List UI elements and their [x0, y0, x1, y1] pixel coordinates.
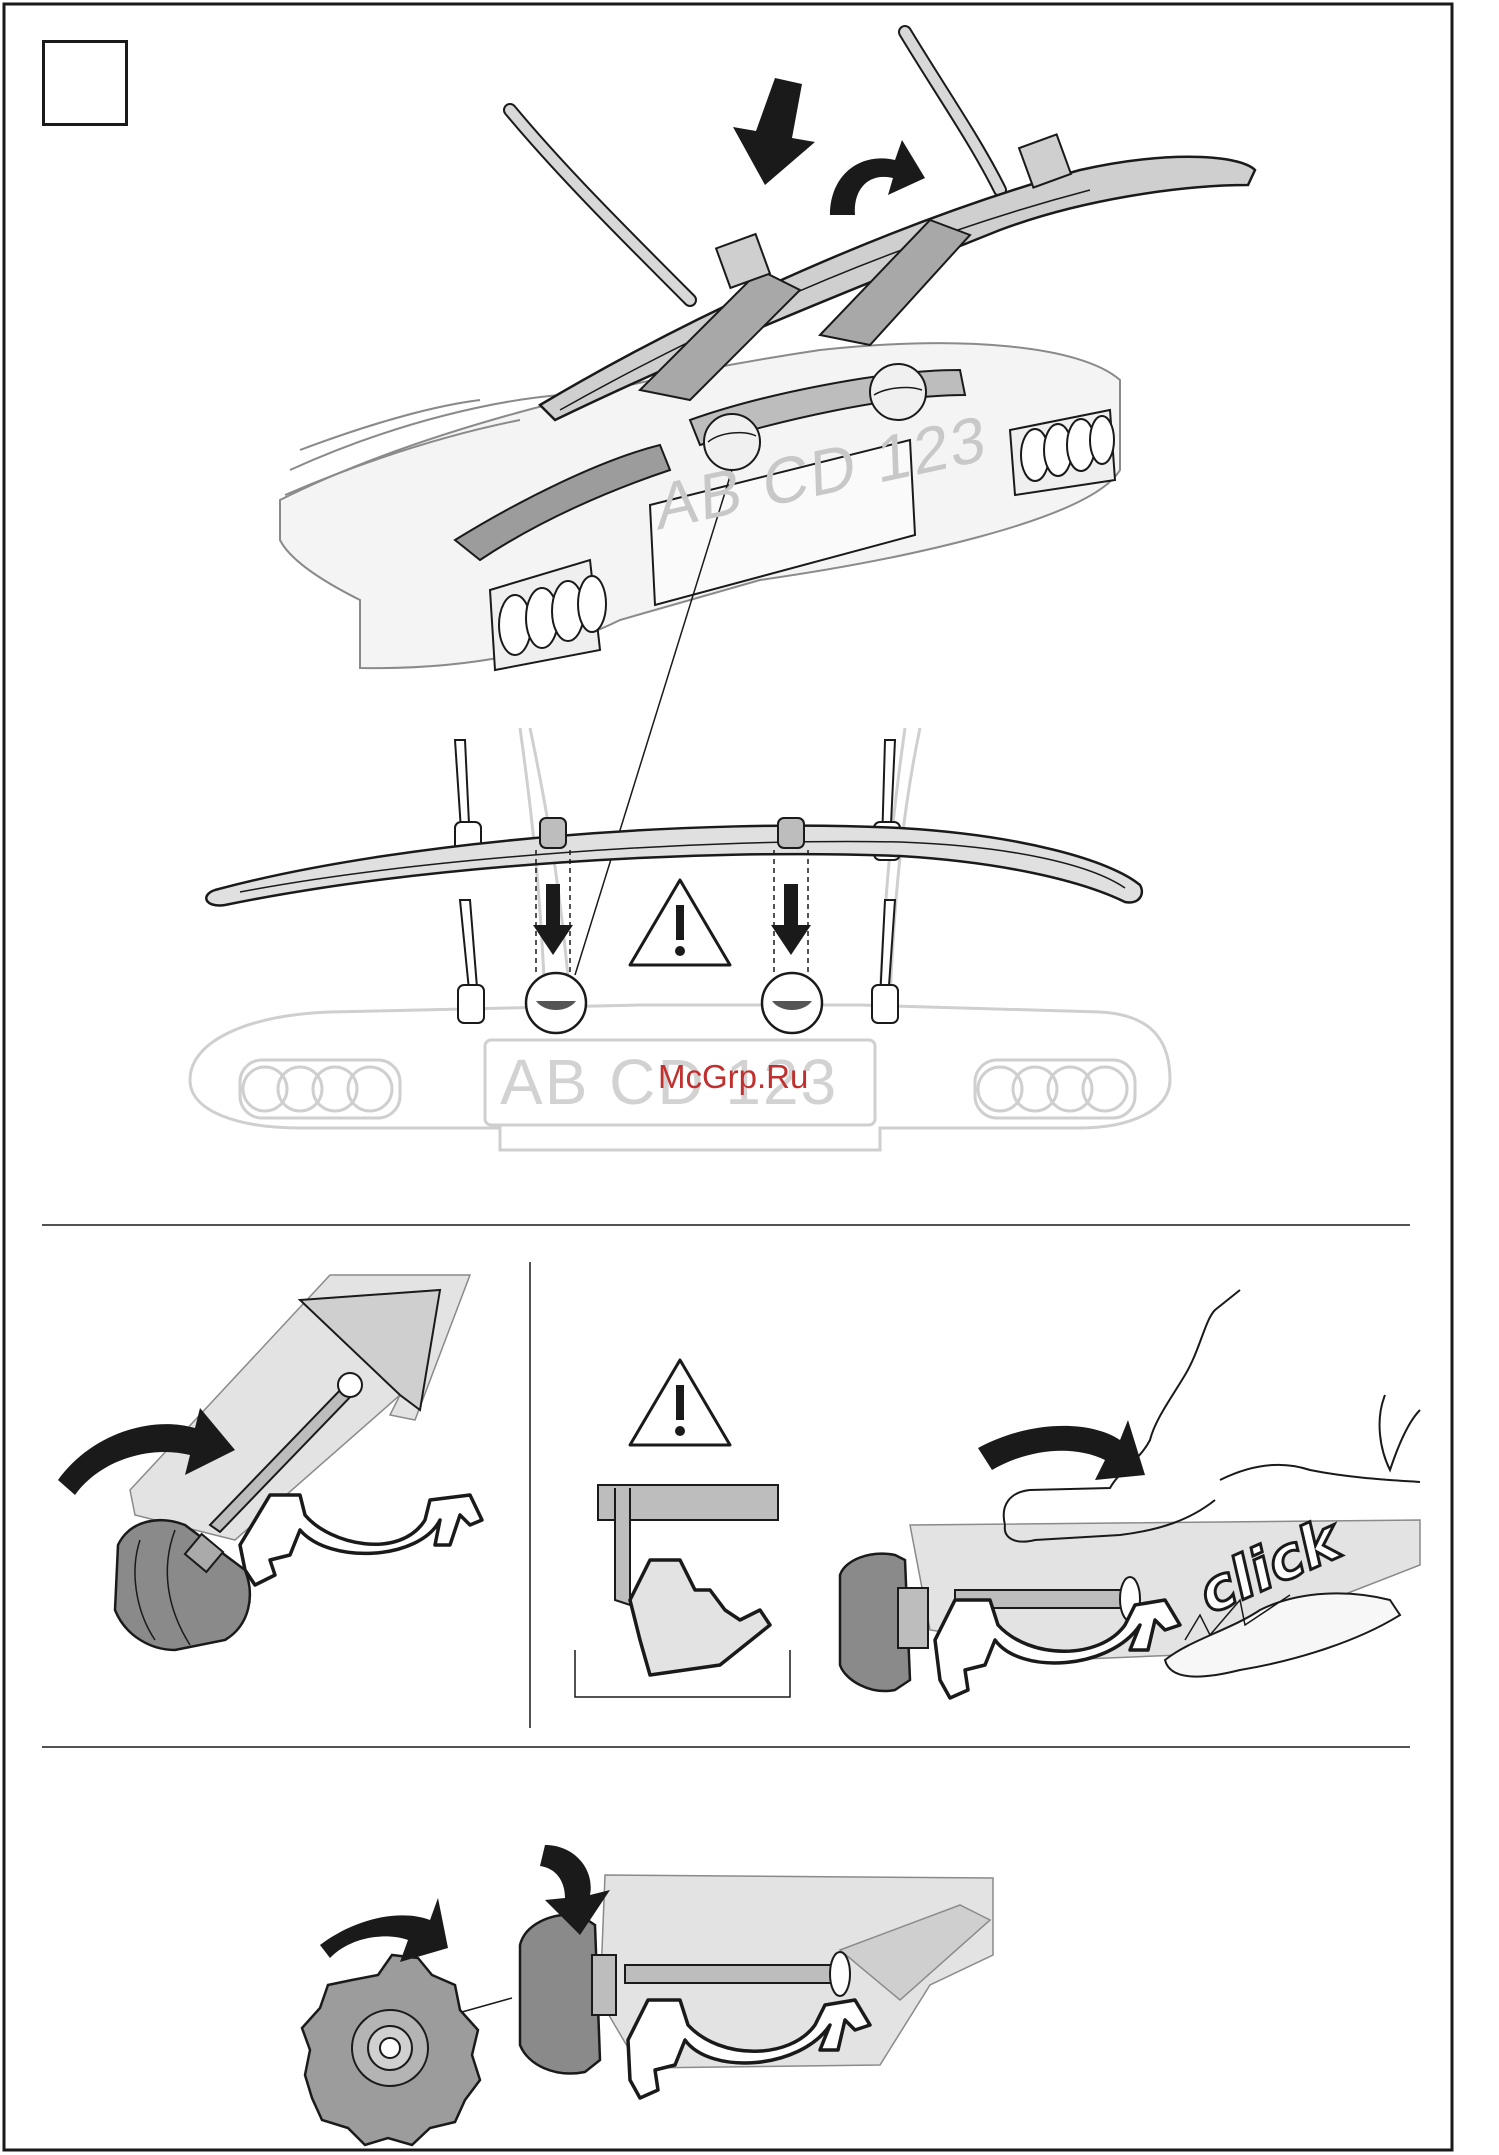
curved-arrow-icon [320, 1898, 448, 1962]
arrow-down-icon [771, 884, 811, 955]
tightening-illustration [302, 1845, 993, 2145]
warning-triangle-icon [630, 1360, 730, 1445]
hand [1004, 1290, 1420, 1525]
knob [520, 1915, 600, 2074]
step-number-box [42, 40, 128, 126]
curved-arrow-icon [830, 140, 925, 215]
click-engagement-illustration [840, 1290, 1420, 1698]
arrow-down-icon [733, 78, 815, 185]
warning-triangle-icon [630, 880, 730, 965]
profile-detail-illustration [575, 1360, 790, 1697]
knob-insertion-illustration [58, 1275, 482, 1650]
watermark-text: McGrp.Ru [658, 1058, 808, 1096]
